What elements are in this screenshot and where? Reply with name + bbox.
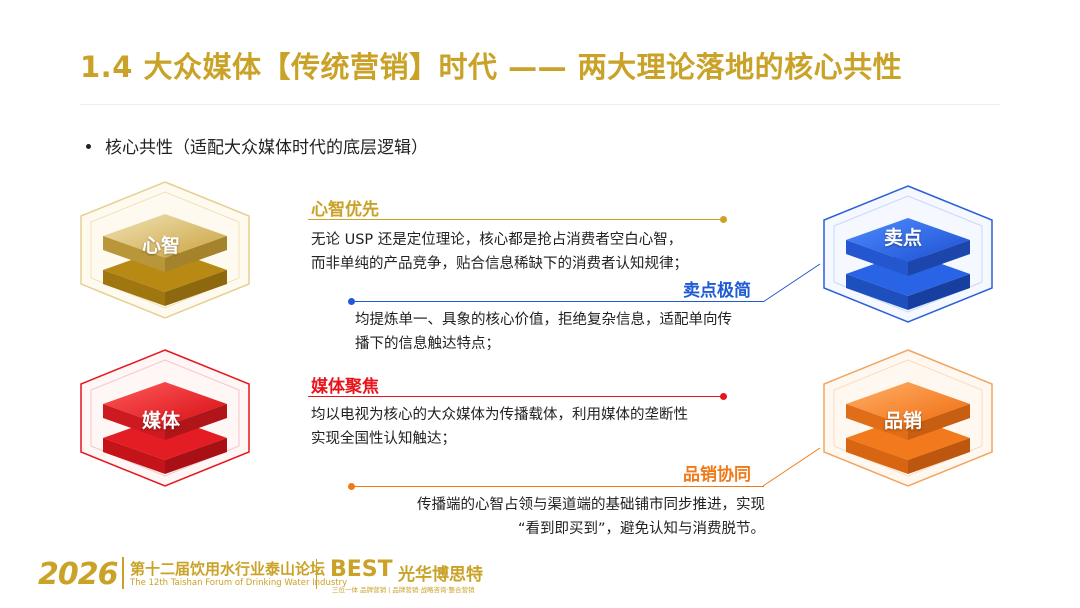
footer-year-divider: [122, 557, 124, 589]
mind-hex-label: 心智: [142, 235, 181, 257]
footer-year: 2026: [38, 557, 118, 592]
brand-sales-text-line-1: 传播端的心智占领与渠道端的基础铺市同步推进，实现: [417, 497, 765, 513]
selling-point-connector-diagonal: [762, 263, 821, 303]
footer-brand-cn: 光华博思特: [398, 565, 483, 585]
mind-text-line-2: 而非单纯的产品竞争，贴合信息稀缺下的消费者认知规律；: [311, 256, 688, 272]
media-hexagon-icon: [80, 349, 250, 487]
selling-point-text-line-1: 均提炼单一、具象的核心价值，拒绝复杂信息，适配单向传: [355, 312, 732, 328]
mind-connector-line: [308, 219, 724, 220]
bullet-point: 核心共性（适配大众媒体时代的底层逻辑）: [86, 133, 428, 158]
selling-point-heading: 卖点极简: [683, 281, 751, 301]
footer-forum-cn: 第十二届饮用水行业泰山论坛: [130, 560, 326, 578]
selling-point-text-line-2: 播下的信息触达特点；: [355, 336, 500, 352]
title-divider: [80, 104, 1000, 105]
selling-point-hex-label: 卖点: [884, 227, 923, 249]
selling-point-hexagon-icon: [823, 185, 993, 323]
media-text: 均以电视为核心的大众媒体为传播载体，利用媒体的垄断性 实现全国性认知触达；: [311, 403, 688, 451]
brand-sales-connector-diagonal: [762, 447, 821, 487]
footer-brand-tagline: 三位一体 品牌营销 | 品牌营销·战略咨询·整合营销: [332, 586, 475, 594]
bullet-dot: [86, 143, 91, 149]
brand-sales-hexagon-icon: [823, 349, 993, 487]
brand-sales-hex-label: 品销: [884, 410, 923, 432]
selling-point-connector-dot: [348, 298, 355, 305]
brand-sales-text-line-2: “看到即买到”，避免认知与消费脱节。: [517, 521, 765, 537]
media-heading: 媒体聚焦: [311, 377, 379, 397]
brand-sales-connector-dot: [348, 483, 355, 490]
media-text-line-1: 均以电视为核心的大众媒体为传播载体，利用媒体的垄断性: [311, 407, 688, 423]
media-connector-dot: [720, 393, 727, 400]
footer-forum-en: The 12th Taishan Forum of Drinking Water…: [130, 578, 348, 588]
mind-text-line-1: 无论 USP 还是定位理论，核心都是抢占消费者空白心智，: [311, 232, 683, 248]
selling-point-connector-line: [352, 301, 764, 302]
brand-sales-text: 传播端的心智占领与渠道端的基础铺市同步推进，实现 “看到即买到”，避免认知与消费…: [385, 493, 765, 541]
media-hex-label: 媒体: [142, 410, 181, 432]
mind-heading: 心智优先: [311, 200, 379, 220]
media-text-line-2: 实现全国性认知触达；: [311, 431, 456, 447]
mind-connector-dot: [720, 216, 727, 223]
mind-hexagon-icon: [80, 181, 250, 319]
footer-divider: [316, 559, 317, 589]
brand-logo: BEST: [330, 557, 393, 582]
slide-title: 1.4 大众媒体【传统营销】时代 —— 两大理论落地的核心共性: [80, 50, 903, 84]
bullet-text: 核心共性（适配大众媒体时代的底层逻辑）: [105, 138, 428, 158]
brand-sales-heading: 品销协同: [683, 465, 751, 485]
media-connector-line: [308, 396, 724, 397]
brand-sales-connector-line: [352, 486, 764, 487]
selling-point-text: 均提炼单一、具象的核心价值，拒绝复杂信息，适配单向传 播下的信息触达特点；: [355, 308, 732, 356]
mind-text: 无论 USP 还是定位理论，核心都是抢占消费者空白心智， 而非单纯的产品竞争，贴…: [311, 228, 688, 276]
